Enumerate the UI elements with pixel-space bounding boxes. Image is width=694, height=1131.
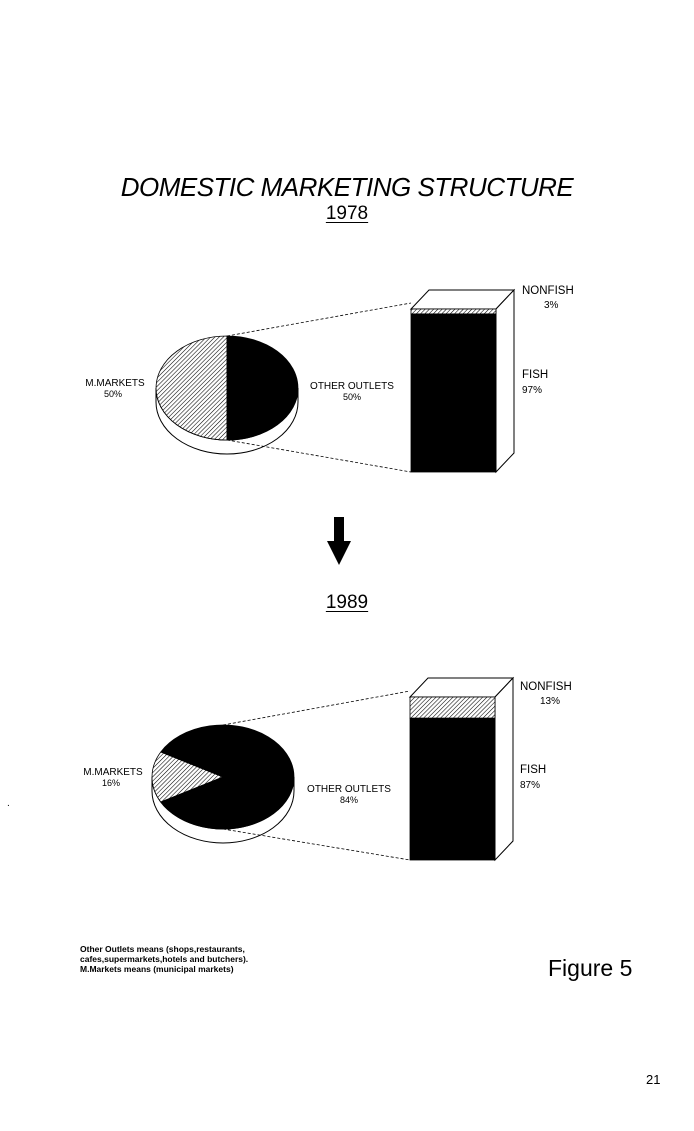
- label-other-outlets-1989: OTHER OUTLETS: [307, 784, 391, 795]
- pct-nonfish-1989: 13%: [540, 696, 560, 707]
- pct-other-outlets-1989: 84%: [340, 795, 358, 805]
- year-heading-1989: 1989: [325, 592, 369, 613]
- connector-bottom-1978: [226, 439, 412, 473]
- footnote-line: cafes,supermarkets,hotels and butchers).: [80, 954, 249, 964]
- page-title: DOMESTIC MARKETING STRUCTURE: [120, 172, 574, 202]
- connector-top-1978: [226, 302, 412, 337]
- bar-segment-nonfish-1989: [409, 696, 496, 719]
- bar-segment-nonfish-1978: [410, 308, 497, 315]
- pct-fish-1978: 97%: [522, 385, 542, 396]
- label-m-markets-1978: M.MARKETS: [85, 378, 145, 389]
- connector-bottom-1989: [222, 828, 411, 861]
- bar-side-face-1989: [494, 676, 514, 862]
- label-nonfish-1989: NONFISH: [520, 681, 572, 693]
- stray-mark: .: [7, 798, 10, 809]
- year-heading-1978: 1978: [325, 203, 369, 224]
- connector-top-1989: [222, 690, 411, 726]
- footnote: Other Outlets means (shops,restaurants, …: [80, 944, 248, 974]
- arrow-down-icon: [327, 517, 351, 565]
- pct-other-outlets-1978: 50%: [343, 392, 361, 402]
- pct-m-markets-1989: 16%: [102, 778, 120, 788]
- bar-side-face-1978: [495, 288, 515, 474]
- page-number: 21: [646, 1072, 661, 1087]
- pie-slice-m-markets-1978: [155, 335, 228, 441]
- footnote-line: Other Outlets means (shops,restaurants,: [80, 944, 245, 954]
- label-fish-1989: FISH: [520, 764, 546, 776]
- footnote-line: M.Markets means (municipal markets): [80, 964, 234, 974]
- label-fish-1978: FISH: [522, 369, 548, 381]
- pct-nonfish-1978: 3%: [544, 300, 559, 311]
- chart-1978: M.MARKETS 50% OTHER OUTLETS 50% NONFISH …: [85, 285, 574, 474]
- bar-segment-fish-1989: [409, 717, 496, 861]
- pie-slice-other-outlets-1978: [226, 335, 299, 441]
- pie-slice-other-outlets-1989: [160, 724, 295, 830]
- label-other-outlets-1978: OTHER OUTLETS: [310, 381, 394, 392]
- label-nonfish-1978: NONFISH: [522, 285, 574, 297]
- pie-slice-m-markets-1989: [151, 751, 225, 803]
- figure-label: Figure 5: [548, 955, 633, 981]
- chart-1989: M.MARKETS 16% OTHER OUTLETS 84% NONFISH …: [83, 676, 572, 862]
- label-m-markets-1989: M.MARKETS: [83, 767, 143, 778]
- pct-fish-1989: 87%: [520, 780, 540, 791]
- pct-m-markets-1978: 50%: [104, 389, 122, 399]
- bar-segment-fish-1978: [410, 313, 497, 473]
